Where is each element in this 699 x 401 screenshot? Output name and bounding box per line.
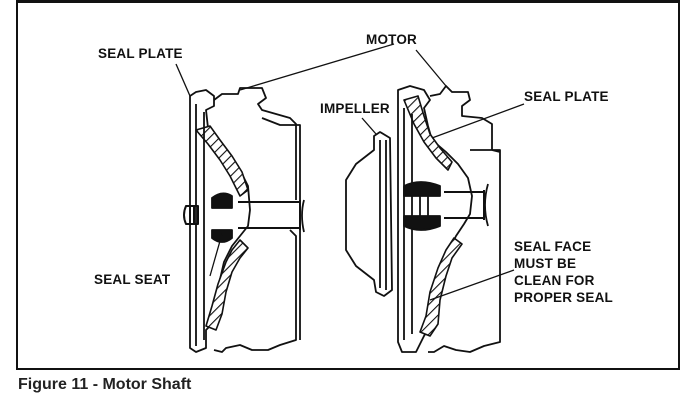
- right-motor-housing-outline: [428, 85, 501, 353]
- right-seal-plate-outline: [397, 85, 473, 353]
- leader-impeller: [361, 117, 377, 135]
- right-seal-face: [403, 181, 441, 231]
- right-seal-plate-hatching: [403, 95, 453, 171]
- figure-caption: Figure 11 - Motor Shaft: [18, 376, 192, 393]
- leader-motor-left: [239, 43, 395, 91]
- seal-face-line-1: SEAL FACE: [514, 239, 592, 254]
- left-shaft-tip: [183, 205, 199, 225]
- left-shaft-collar: [301, 199, 305, 233]
- seal-face-line-4: PROPER SEAL: [514, 290, 613, 305]
- label-seal-plate-left: SEAL PLATE: [98, 46, 183, 61]
- right-shaft-collar: [484, 183, 489, 227]
- right-seal-plate-hatching-lower: [419, 237, 463, 337]
- right-inner-bore: [419, 196, 429, 216]
- label-seal-face-note: SEAL FACE MUST BE CLEAN FOR PROPER SEAL: [514, 238, 613, 306]
- label-impeller: IMPELLER: [320, 101, 390, 116]
- leader-seal-face: [429, 269, 515, 301]
- left-shaft: [238, 200, 301, 230]
- label-seal-plate-right: SEAL PLATE: [524, 89, 609, 104]
- right-shaft: [444, 190, 485, 220]
- label-motor: MOTOR: [366, 32, 417, 47]
- label-seal-seat: SEAL SEAT: [94, 272, 171, 287]
- right-assembly: [345, 85, 501, 353]
- seal-face-line-2: MUST BE: [514, 256, 577, 271]
- leader-seal-plate-left: [175, 63, 191, 97]
- left-seal-plate-outline: [189, 89, 251, 353]
- left-assembly: [183, 87, 305, 353]
- left-seal-seat-body: [211, 192, 233, 243]
- leader-motor-right: [415, 49, 447, 87]
- figure-frame: [16, 0, 680, 370]
- right-impeller-vanes: [379, 140, 387, 290]
- leader-seal-plate-right: [431, 103, 525, 139]
- seal-face-line-3: CLEAN FOR: [514, 273, 595, 288]
- right-impeller: [345, 131, 393, 297]
- frame-top-border: [16, 0, 680, 3]
- left-seal-plate-hatching: [195, 125, 249, 197]
- left-motor-housing-outline: [213, 87, 297, 353]
- left-motor-housing-right-edge: [261, 117, 301, 340]
- left-seal-plate-hatching-lower: [205, 239, 249, 331]
- leader-lines: [175, 43, 525, 301]
- leader-seal-seat: [209, 233, 223, 277]
